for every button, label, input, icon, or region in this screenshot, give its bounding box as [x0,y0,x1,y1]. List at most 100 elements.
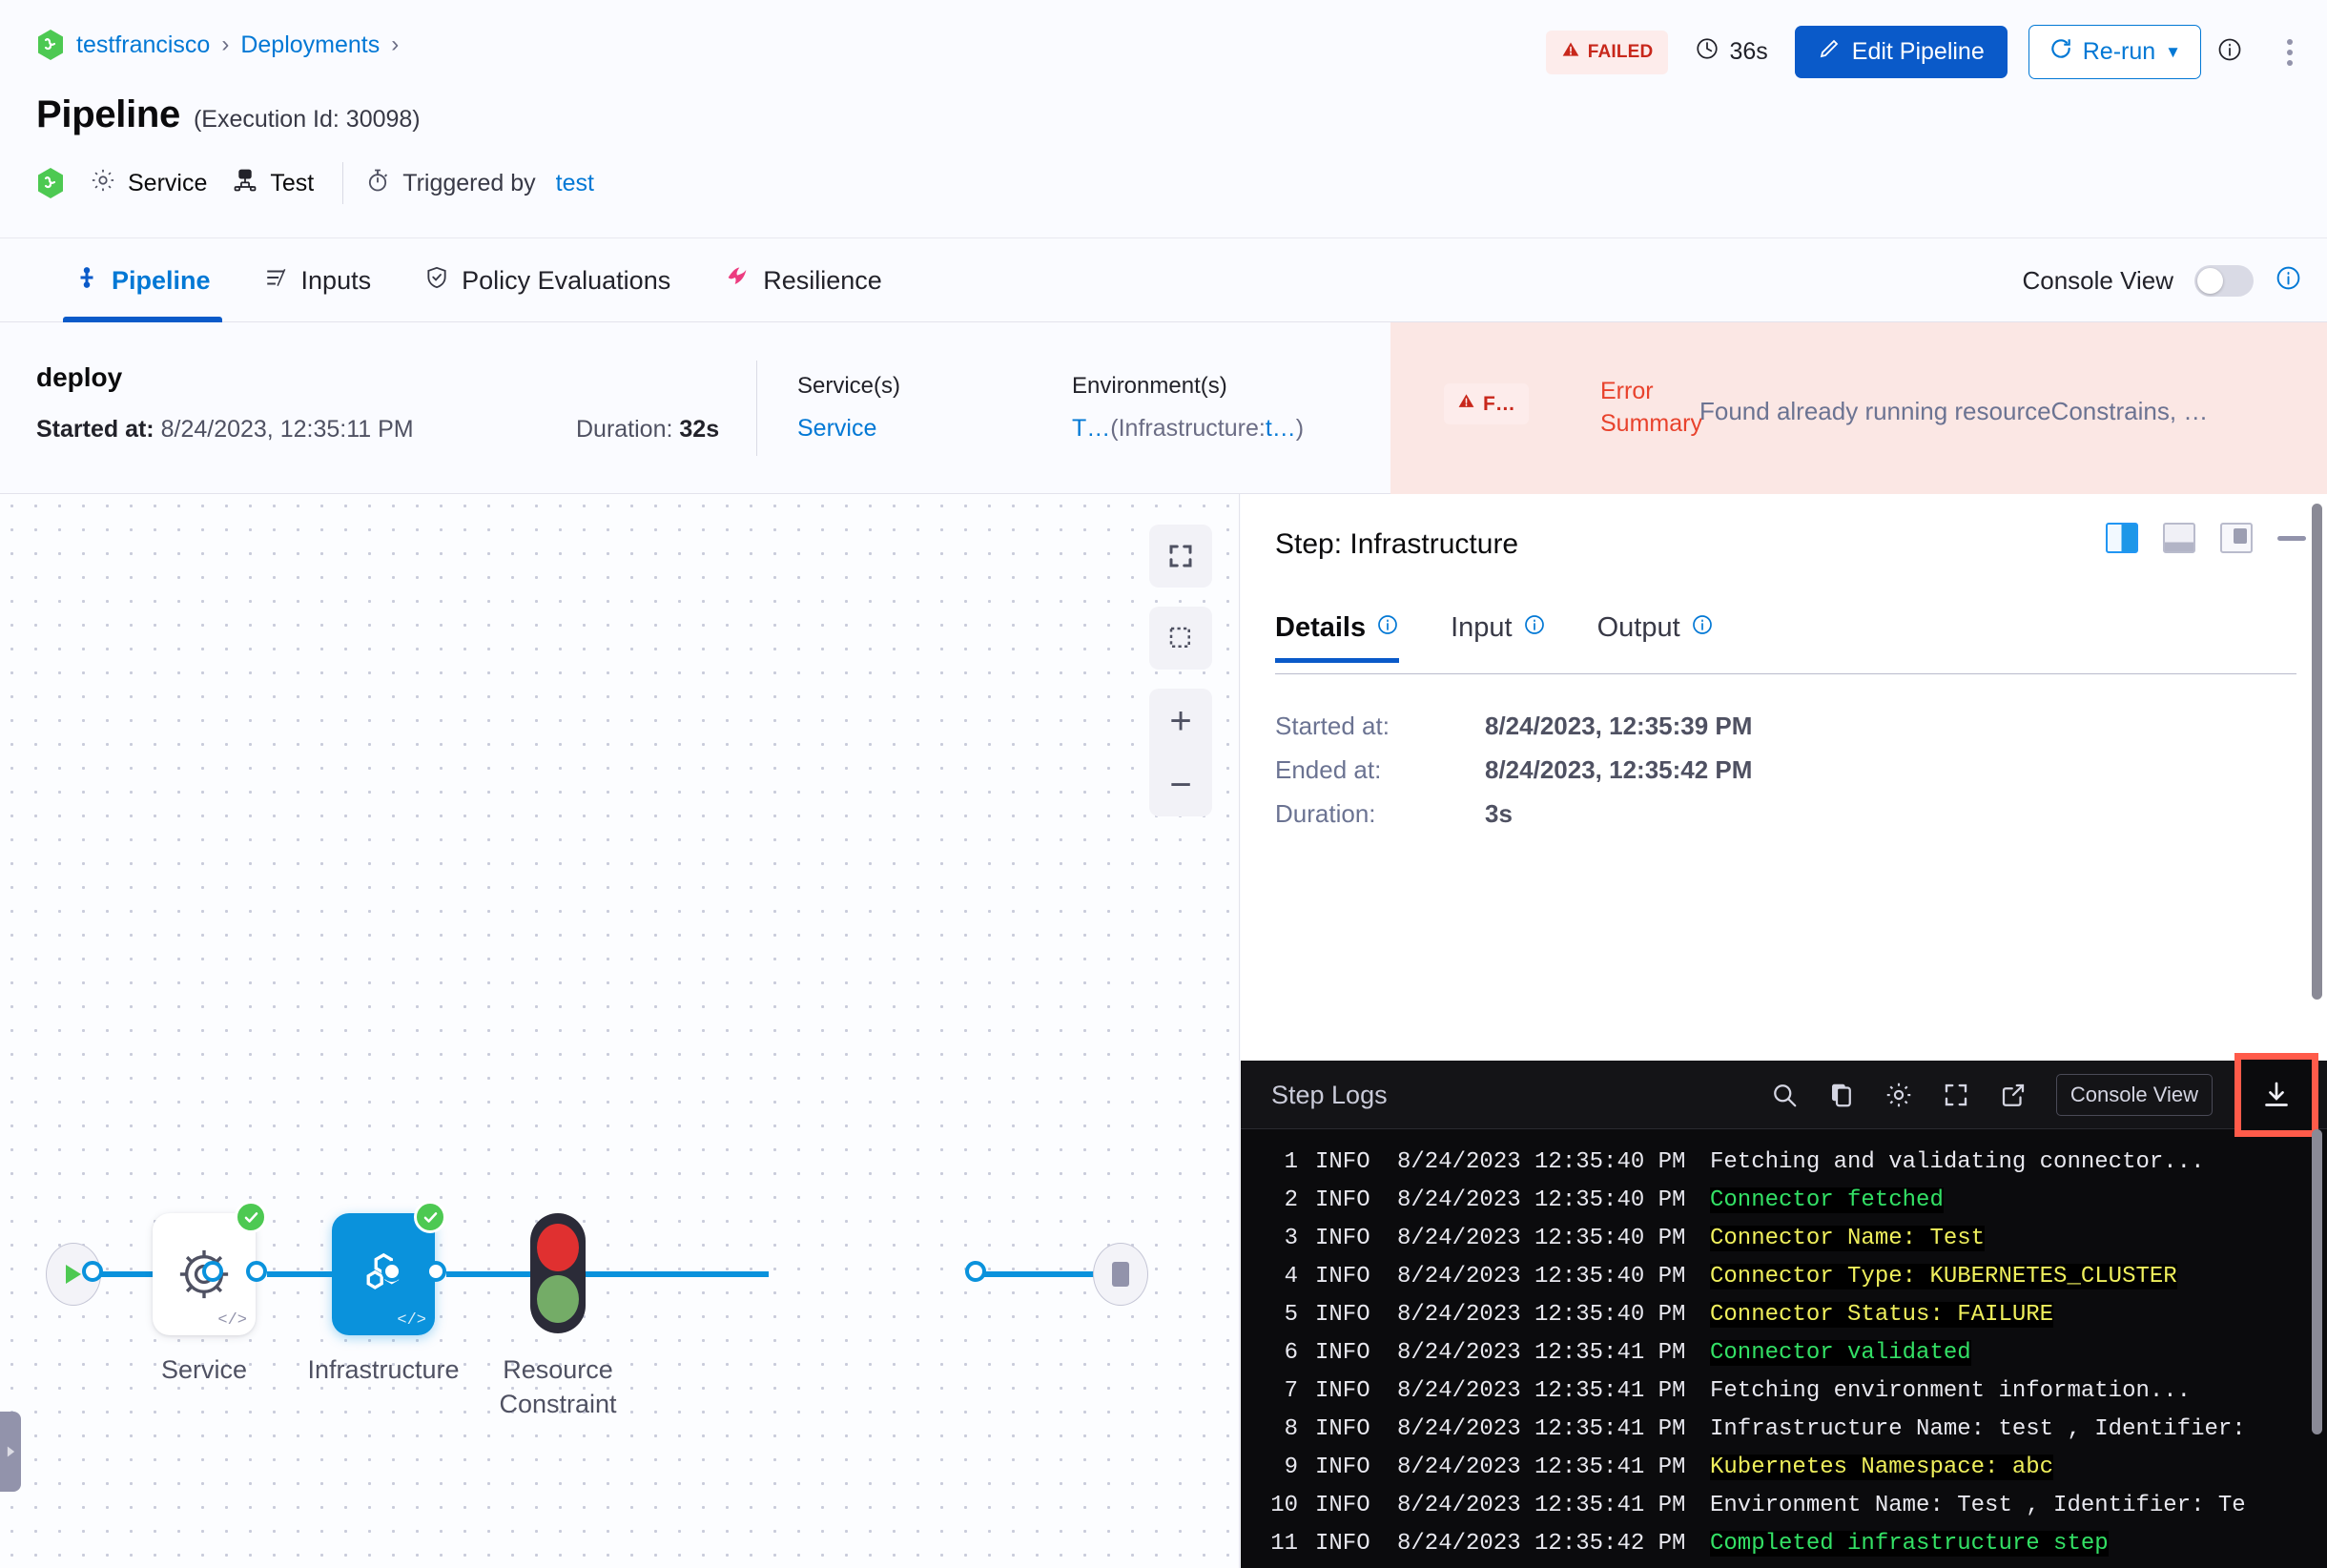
split-right-view-icon[interactable] [2106,523,2138,553]
status-badge-label: FAILED [1587,41,1654,62]
step-logs-scrollbar[interactable] [2312,1129,2322,1434]
log-line-number: 1 [1284,1148,1298,1175]
zoom-in-button[interactable]: + [1169,699,1192,742]
step-logs-body[interactable]: 1 INFO 8/24/2023 12:35:40 PM Fetching an… [1241,1129,2327,1568]
tab-policy-evaluations[interactable]: Policy Evaluations [398,238,697,322]
execution-id: (Execution Id: 30098) [193,106,421,133]
tab-output[interactable]: Output [1597,597,1742,663]
step-logs-title: Step Logs [1271,1081,1388,1109]
error-summary-label: Error Summary [1600,378,1702,437]
fullscreen-icon[interactable] [1942,1081,1970,1109]
details-info-icon[interactable] [1376,612,1399,644]
inputs-icon [264,265,289,297]
tab-resilience[interactable]: Resilience [697,238,909,322]
pipeline-graph-canvas[interactable]: </> Service </> Infrastructure [0,494,1240,1568]
execution-meta-row: Service Test Triggered by test [36,162,619,204]
edit-pipeline-button[interactable]: Edit Pipeline [1794,26,2008,78]
output-info-icon[interactable] [1691,612,1714,644]
execution-tabbar: Pipeline Inputs Policy Evaluations Resil… [0,238,2327,322]
log-line: 4 INFO 8/24/2023 12:35:40 PM Connector T… [1241,1257,2327,1295]
log-timestamp: 8/24/2023 12:35:40 PM [1397,1301,1686,1328]
detail-row-started: Started at: 8/24/2023, 12:35:39 PM [1275,712,1752,741]
log-timestamp: 8/24/2023 12:35:41 PM [1397,1454,1686,1480]
breadcrumb-item-deployments[interactable]: Deployments [240,31,381,58]
breadcrumb-chevron-icon-2: › [391,31,400,57]
log-level: INFO [1315,1301,1370,1328]
warning-triangle-icon [1561,40,1580,65]
stage-services-value[interactable]: Service [797,415,877,442]
log-line-number: 11 [1270,1530,1298,1557]
log-line-number: 2 [1284,1186,1298,1213]
input-info-icon[interactable] [1523,612,1546,644]
search-icon[interactable] [1770,1081,1799,1109]
port-infra-out [425,1261,446,1282]
rerun-button[interactable]: Re-run ▼ [2028,25,2201,79]
log-message: Infrastructure Name: test , Identifier: [1710,1415,2246,1442]
log-level: INFO [1315,1415,1370,1442]
meta-service: Service [90,167,232,200]
env-infra-link[interactable]: t… [1265,415,1296,442]
log-line-number: 4 [1284,1263,1298,1289]
panel-collapse-handle[interactable] [0,1412,21,1492]
trigger-user-link[interactable]: test [555,169,594,196]
log-timestamp: 8/24/2023 12:35:40 PM [1397,1186,1686,1213]
log-message: Kubernetes Namespace: abc [1710,1454,2054,1480]
select-area-button[interactable] [1149,607,1212,670]
log-level: INFO [1315,1225,1370,1251]
stage-duration-value: 32s [679,416,720,443]
open-external-icon[interactable] [1999,1081,2028,1109]
graph-node-service-label: Service [160,1355,248,1384]
stage-environments-value[interactable]: T…(Infrastructure:t…) [1072,415,1304,443]
tab-details[interactable]: Details [1275,597,1428,663]
port-end-in [965,1261,986,1282]
log-line-number: 6 [1284,1339,1298,1366]
stage-name: deploy [36,362,123,392]
tab-input[interactable]: Input [1451,597,1575,663]
log-line: 9 INFO 8/24/2023 12:35:41 PM Kubernetes … [1241,1448,2327,1486]
breadcrumb-item-project[interactable]: testfrancisco [76,31,211,58]
step-panel-view-modes [2106,523,2306,553]
clock-icon [1695,36,1720,68]
detail-value-ended: 8/24/2023, 12:35:42 PM [1485,755,1753,784]
logs-console-view-button[interactable]: Console View [2055,1074,2213,1116]
copy-icon[interactable] [1827,1081,1856,1109]
log-line: 8 INFO 8/24/2023 12:35:41 PM Infrastruct… [1241,1410,2327,1448]
bottom-view-icon[interactable] [2163,523,2195,553]
log-timestamp: 8/24/2023 12:35:41 PM [1397,1377,1686,1404]
env-infra-close: ) [1295,415,1305,442]
meta-service-label: Service [128,169,208,196]
rerun-info-icon[interactable] [2216,36,2243,68]
stage-started-label: Started at: [36,416,154,443]
pencil-icon [1818,37,1841,67]
tab-inputs[interactable]: Inputs [237,238,399,322]
gear-icon[interactable] [1884,1081,1913,1109]
rerun-label: Re-run [2082,38,2156,65]
more-options-button[interactable] [2281,33,2298,72]
log-line-number: 3 [1284,1225,1298,1251]
graph-end-node[interactable] [1093,1243,1148,1306]
download-logs-button[interactable] [2234,1053,2318,1137]
fit-to-screen-button[interactable] [1149,525,1212,588]
log-level: INFO [1315,1530,1370,1557]
step-panel-scrollbar[interactable] [2312,504,2322,1000]
log-message: Connector fetched [1710,1186,1944,1213]
console-view-info-icon[interactable] [2275,264,2302,297]
node-code-icon-2: </> [397,1311,426,1330]
node-status-success-icon [235,1201,267,1233]
log-line-number: 8 [1284,1415,1298,1442]
log-level: INFO [1315,1263,1370,1289]
side-view-icon[interactable] [2220,523,2253,553]
harness-logo-icon-small [36,167,65,199]
log-line-number: 9 [1284,1454,1298,1480]
shield-check-icon [424,265,449,297]
detail-key-duration: Duration: [1275,799,1376,828]
graph-node-resource-constraint[interactable] [530,1213,586,1333]
zoom-out-button[interactable]: − [1169,763,1192,806]
minimize-icon[interactable] [2277,535,2306,541]
graph-node-resource-constraint-label: Resource Constraint [499,1355,617,1419]
stage-divider [756,361,757,456]
log-line-number: 10 [1270,1492,1298,1518]
tab-pipeline[interactable]: Pipeline [48,238,237,322]
console-view-toggle[interactable] [2194,264,2254,297]
